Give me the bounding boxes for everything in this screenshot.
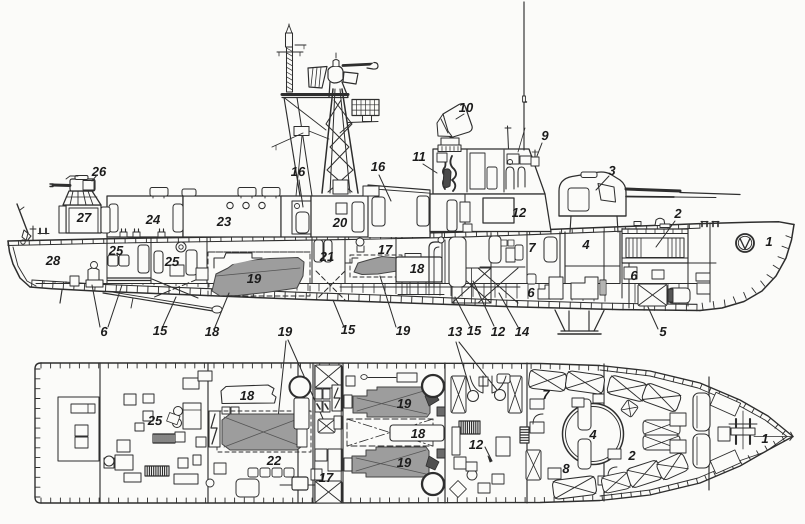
svg-text:22: 22 [266,453,282,468]
svg-text:12: 12 [512,205,527,220]
svg-text:2: 2 [673,206,682,221]
svg-text:8: 8 [562,461,570,476]
svg-text:19: 19 [247,271,262,286]
svg-text:27: 27 [76,210,92,225]
svg-text:18: 18 [205,324,220,339]
svg-text:9: 9 [541,128,549,143]
svg-text:16: 16 [291,164,306,179]
svg-text:25: 25 [108,243,124,258]
svg-text:16: 16 [371,159,386,174]
svg-text:12: 12 [491,324,506,339]
svg-text:19: 19 [278,324,293,339]
svg-text:19: 19 [396,323,411,338]
svg-text:7: 7 [542,387,550,402]
svg-text:18: 18 [411,426,426,441]
svg-text:13: 13 [448,324,463,339]
svg-text:19: 19 [397,396,412,411]
svg-text:18: 18 [240,388,255,403]
svg-text:18: 18 [410,261,425,276]
svg-text:15: 15 [467,323,482,338]
svg-text:6: 6 [630,268,638,283]
svg-text:1: 1 [761,431,768,446]
svg-text:3: 3 [608,163,616,178]
svg-text:28: 28 [45,253,61,268]
svg-text:4: 4 [581,237,590,252]
svg-text:20: 20 [332,215,348,230]
svg-text:11: 11 [412,149,426,164]
svg-text:6: 6 [527,285,535,300]
svg-text:17: 17 [319,470,334,485]
svg-text:21: 21 [319,249,334,264]
svg-text:2: 2 [627,448,636,463]
svg-text:4: 4 [588,427,597,442]
svg-text:24: 24 [145,212,161,227]
svg-text:5: 5 [659,324,667,339]
svg-text:25: 25 [147,413,163,428]
svg-text:23: 23 [216,214,232,229]
svg-text:1: 1 [765,234,772,249]
svg-text:15: 15 [341,322,356,337]
svg-text:26: 26 [91,164,107,179]
svg-text:12: 12 [469,437,484,452]
svg-text:17: 17 [378,242,393,257]
svg-text:14: 14 [515,324,530,339]
svg-text:10: 10 [459,100,474,115]
svg-text:15: 15 [153,323,168,338]
svg-text:6: 6 [100,324,108,339]
svg-text:7: 7 [528,240,536,255]
svg-text:19: 19 [397,455,412,470]
svg-text:25: 25 [164,254,180,269]
